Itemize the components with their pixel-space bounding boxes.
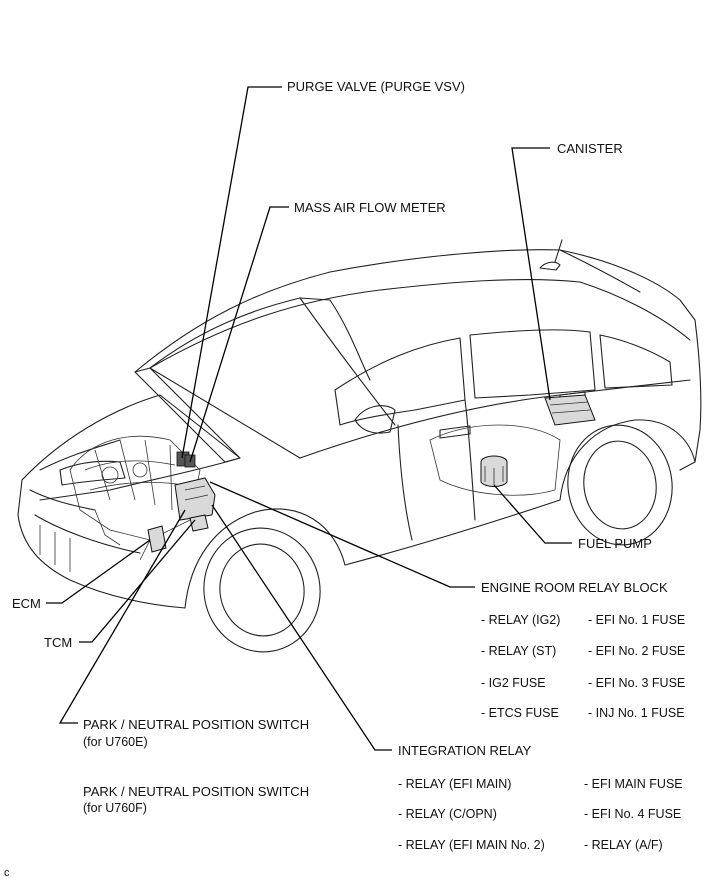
fuel-tank-part bbox=[429, 424, 561, 496]
label-purge-valve: PURGE VALVE (PURGE VSV) bbox=[287, 79, 465, 94]
relay-block-part bbox=[174, 477, 216, 521]
integration-relay-item: - RELAY (EFI MAIN) bbox=[398, 777, 512, 791]
relay-block-item: - ETCS FUSE bbox=[481, 706, 559, 720]
leader-purge-valve bbox=[181, 86, 282, 459]
leader-fuel-pump bbox=[493, 484, 572, 544]
ecm-part bbox=[147, 525, 167, 553]
label-engine-room-relay-block: ENGINE ROOM RELAY BLOCK bbox=[481, 580, 668, 595]
label-ecm: ECM bbox=[12, 596, 41, 611]
label-tcm: TCM bbox=[44, 635, 73, 650]
integration-relay-item: - RELAY (A/F) bbox=[584, 838, 663, 852]
relay-block-item: - RELAY (ST) bbox=[481, 644, 557, 658]
label-integration-relay: INTEGRATION RELAY bbox=[398, 743, 532, 758]
leader-pnp-switch bbox=[58, 509, 186, 724]
car-body-outline bbox=[17, 239, 702, 653]
relay-block-item: - INJ No. 1 FUSE bbox=[588, 706, 685, 720]
label-pnp-switch-u760e-note: (for U760E) bbox=[83, 735, 148, 749]
relay-block-item: - RELAY (IG2) bbox=[481, 613, 561, 627]
leader-relay-block bbox=[209, 481, 475, 588]
label-pnp-switch-u760f: PARK / NEUTRAL POSITION SWITCH bbox=[83, 784, 310, 799]
relay-block-item: - EFI No. 1 FUSE bbox=[588, 613, 686, 627]
label-canister: CANISTER bbox=[557, 141, 623, 156]
leader-ecm bbox=[46, 539, 151, 604]
leader-mass-air-flow bbox=[189, 206, 289, 463]
integration-relay-item: - EFI No. 4 FUSE bbox=[584, 807, 682, 821]
integration-relay-item: - RELAY (C/OPN) bbox=[398, 807, 497, 821]
label-fuel-pump: FUEL PUMP bbox=[578, 536, 652, 551]
tcm-part bbox=[189, 514, 209, 532]
label-pnp-switch-u760f-note: (for U760F) bbox=[83, 801, 147, 815]
leader-integration-relay bbox=[211, 504, 392, 751]
leader-tcm bbox=[79, 519, 196, 643]
relay-block-item: - IG2 FUSE bbox=[481, 676, 546, 690]
leader-lines bbox=[46, 86, 572, 751]
leader-canister bbox=[511, 147, 551, 401]
label-mass-air-flow-meter: MASS AIR FLOW METER bbox=[294, 200, 446, 215]
relay-block-item: - EFI No. 2 FUSE bbox=[588, 644, 686, 658]
relay-block-item: - EFI No. 3 FUSE bbox=[588, 676, 686, 690]
corner-mark: c bbox=[4, 867, 10, 879]
label-pnp-switch-u760e: PARK / NEUTRAL POSITION SWITCH bbox=[83, 717, 310, 732]
integration-relay-item: - EFI MAIN FUSE bbox=[584, 777, 683, 791]
integration-relay-item: - RELAY (EFI MAIN No. 2) bbox=[398, 838, 545, 852]
